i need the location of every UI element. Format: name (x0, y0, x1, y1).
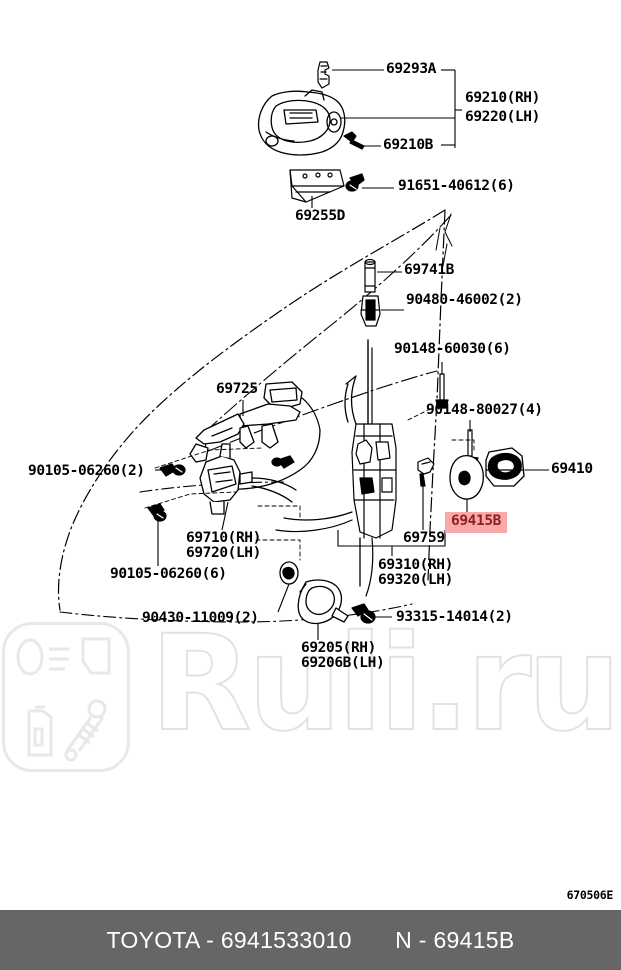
label-69725: 69725 (216, 381, 258, 397)
footer-brand: TOYOTA (106, 926, 200, 953)
part-69710-lock-actuator (199, 443, 297, 515)
part-90148-60030-screw (435, 373, 449, 409)
part-69210-door-handle (257, 89, 346, 156)
door-edge-accents (435, 213, 453, 267)
part-69210b-screw (343, 131, 365, 150)
label-90105-06260-2: 90105-06260(2) (28, 463, 145, 479)
label-69206b-lh: 69206B(LH) (301, 655, 385, 671)
footer-highlighted-part: 69415B (433, 926, 515, 953)
label-69320-lh: 69320(LH) (378, 572, 453, 588)
part-69310-door-lock-assembly (275, 339, 397, 597)
label-91651-40612: 91651-40612(6) (398, 178, 515, 194)
part-69410-door-striker (485, 447, 525, 487)
part-69759-clip (417, 457, 435, 487)
label-90480-46002: 90480-46002(2) (406, 292, 523, 308)
label-69210b: 69210B (383, 137, 433, 153)
footer-text: TOYOTA - 6941533010 N - 69415B (106, 927, 514, 954)
label-69410: 69410 (551, 461, 593, 477)
label-69255d: 69255D (295, 208, 345, 224)
label-69220-lh: 69220(LH) (465, 109, 540, 125)
footer-prefix: N (395, 926, 413, 953)
label-93315-14014: 93315-14014(2) (396, 609, 513, 625)
part-90105-06260-bolt-c (271, 455, 295, 469)
part-90105-06260-bolt-b (147, 503, 167, 522)
label-69210-rh: 69210(RH) (465, 90, 540, 106)
part-90480-grommet (360, 295, 381, 327)
part-69725-lock-link (189, 381, 321, 491)
label-69720-lh: 69720(LH) (186, 545, 261, 561)
part-93315-screw (351, 603, 376, 624)
label-90148-80027: 90148-80027(4) (426, 402, 543, 418)
diagram-canvas (57, 61, 549, 640)
label-69293a: 69293A (386, 61, 436, 77)
label-69741b: 69741B (404, 262, 454, 278)
diagram-svg (57, 61, 549, 640)
bolt-dashed-guides (144, 407, 475, 561)
footer-separator-2: - (418, 926, 427, 953)
part-90105-06260-bolt-a (159, 463, 186, 477)
part-69741b-rod-guide (364, 258, 376, 293)
label-90148-60030: 90148-60030(6) (394, 341, 511, 357)
footer-separator-1: - (206, 926, 215, 953)
footer-part-number: 6941533010 (220, 926, 352, 953)
part-69415b-cover (449, 454, 484, 500)
label-69415b-highlighted[interactable]: 69415B (445, 512, 507, 533)
label-69310-rh: 69310(RH) (378, 557, 453, 573)
diagram-id-code: 670506E (566, 888, 614, 902)
door-outline (57, 209, 446, 611)
part-69255d-bracket (289, 169, 345, 203)
footer-bar: TOYOTA - 6941533010 N - 69415B (0, 910, 621, 970)
leader-lines (155, 69, 549, 640)
label-69710-rh: 69710(RH) (186, 530, 261, 546)
part-91651-screw (345, 173, 365, 192)
part-69205-inside-handle (297, 579, 349, 625)
label-69759: 69759 (403, 530, 445, 546)
part-69293a-clip (317, 61, 330, 89)
label-90430-11009: 90430-11009(2) (142, 610, 259, 626)
part-90430-grommet (279, 561, 299, 585)
label-69205-rh: 69205(RH) (301, 640, 376, 656)
label-90105-06260-6: 90105-06260(6) (110, 566, 227, 582)
